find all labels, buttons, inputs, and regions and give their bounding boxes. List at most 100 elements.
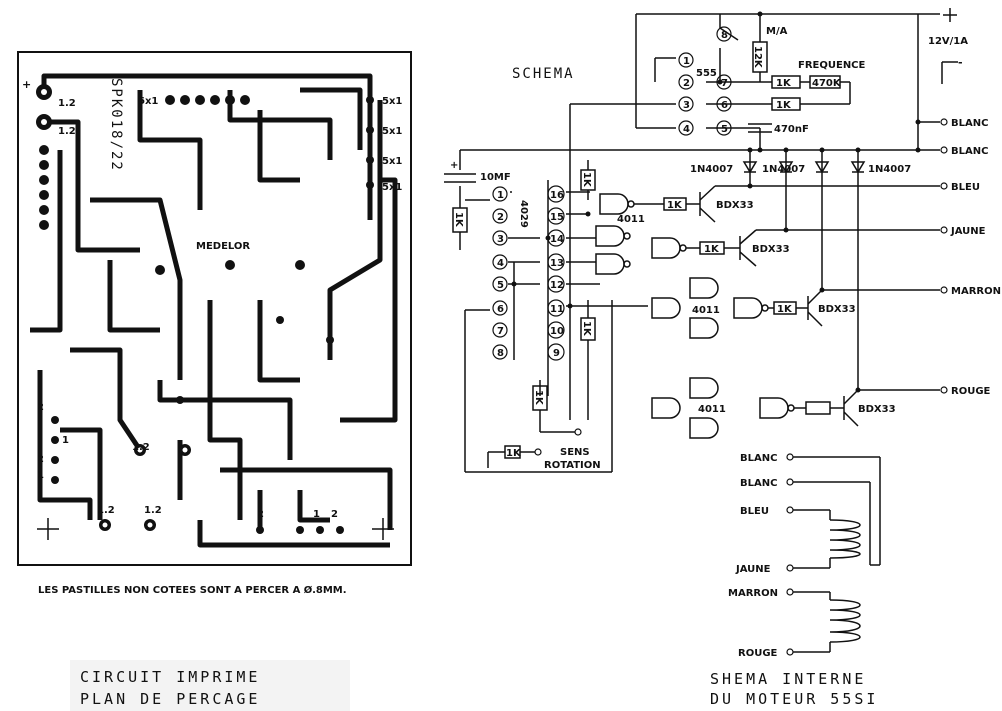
pcb-plus: +: [22, 78, 31, 91]
pin-4029: 9: [553, 348, 560, 359]
pin-4029: 4: [497, 258, 504, 269]
resistor-label: 1K: [581, 172, 592, 188]
motor-title-line1: SHEMA INTERNE: [710, 670, 866, 688]
freewheel-diodes: [742, 150, 866, 390]
output-stage-4: [651, 377, 940, 439]
transistor-label: BDX33: [818, 304, 856, 315]
output-stage-1: [599, 185, 940, 223]
cap-10mf-label: 10MF: [480, 172, 511, 183]
diode-label: 1N4007: [690, 164, 733, 175]
pin-555: 8: [721, 30, 728, 41]
pcb-layout: + SPK018/22 MEDELOR 6x1 5x1 5x1 5x1 5x1 …: [17, 51, 412, 711]
pin-555: 1: [683, 56, 690, 67]
pin-4029: 1: [497, 190, 504, 201]
pcb-drilling-note: LES PASTILLES NON COTEES SONT A PERCER A…: [38, 584, 347, 596]
output-label: BLANC: [951, 118, 988, 129]
resistor-label: 1K: [506, 448, 522, 459]
transistor-label: BDX33: [858, 404, 896, 415]
resistor-label: 1K: [704, 244, 720, 255]
ic-4011-label: 4011: [692, 305, 720, 316]
pin-4029: 14: [550, 234, 564, 245]
pcb-title-line2: PLAN DE PERCAGE: [80, 690, 260, 708]
pcb-pad-label: 2: [257, 509, 264, 520]
ic-4011-label: 4011: [617, 214, 645, 225]
output-stage-3: [651, 277, 940, 339]
motor-wire-label: JAUNE: [735, 564, 771, 575]
motor-wire-label: MARRON: [728, 588, 778, 599]
schematic-labels: SCHEMA 12V/1A - M/A FREQUENCE 555 1 2 3 …: [450, 26, 1001, 471]
ic-4029-label: 4029: [518, 200, 529, 228]
pcb-pad-label: 2: [37, 454, 44, 465]
pin-4029: 6: [497, 304, 504, 315]
motor-wire-label: BLANC: [740, 453, 777, 464]
pin-4029: 12: [550, 280, 564, 291]
motor-wire-label: BLEU: [740, 506, 769, 517]
resistor-label: 1K: [776, 100, 792, 111]
pin-4029: 13: [550, 258, 564, 269]
switch-label: M/A: [766, 26, 788, 37]
pcb-pad-label: 1.2: [144, 505, 162, 516]
motor-title-line2: DU MOTEUR 55SI: [710, 690, 878, 708]
pcb-pad-label: 1.2: [58, 126, 76, 137]
output-label: BLANC: [951, 146, 988, 157]
pcb-connector-6: 6x1: [138, 96, 158, 107]
resistor-label: 1K: [581, 321, 592, 337]
diode-label: 1N4007: [762, 164, 805, 175]
direction-label-2: ROTATION: [544, 460, 601, 471]
output-label: BLEU: [951, 182, 980, 193]
pin-4029: 11: [550, 304, 564, 315]
schema-title: SCHEMA: [512, 66, 575, 82]
pcb-pad-label: 1.2: [97, 505, 115, 516]
resistor-label: 12K: [752, 46, 763, 69]
diode-label: 1N4007: [868, 164, 911, 175]
pcb-connector-5-a: 5x1: [382, 96, 402, 107]
ic-4011-label: 4011: [698, 404, 726, 415]
pcb-title-box: [70, 660, 350, 711]
pcb-pad-label: 1: [313, 509, 320, 520]
pin-555: 3: [683, 100, 690, 111]
resistor-label: 470K: [812, 78, 842, 89]
schematic: [444, 8, 958, 473]
output-label: JAUNE: [950, 226, 986, 237]
pin-4029: 15: [550, 212, 564, 223]
pin-555: 2: [683, 78, 690, 89]
pin-4029: 5: [497, 280, 504, 291]
pcb-connector-5-b: 5x1: [382, 126, 402, 137]
output-label: MARRON: [951, 286, 1001, 297]
pcb-pad-label: 2: [331, 509, 338, 520]
pin-555: 4: [683, 124, 690, 135]
motor-internal-diagram: BLANC BLANC BLEU JAUNE MARRON ROUGE SHEM…: [710, 453, 881, 708]
motor-wire-label: BLANC: [740, 478, 777, 489]
pcb-connector-5-c: 5x1: [382, 156, 402, 167]
supply-minus: -: [958, 56, 963, 69]
pcb-board-ref: SPK018/22: [108, 78, 124, 172]
supply-label: 12V/1A: [928, 36, 968, 47]
pin-4029: 16: [550, 190, 564, 201]
pin-555: 7: [721, 78, 728, 89]
transistor-label: BDX33: [716, 200, 754, 211]
pin-4029: 2: [497, 212, 504, 223]
pin-4029: 7: [497, 326, 504, 337]
cap-470nf-label: 470nF: [774, 124, 809, 135]
pin-4029: 10: [550, 326, 564, 337]
resistor-label: 1K: [453, 212, 464, 228]
pcb-maker: MEDELOR: [196, 241, 250, 252]
freq-label: FREQUENCE: [798, 60, 866, 71]
pcb-pad-label: 2: [37, 402, 44, 413]
direction-label-1: SENS: [560, 447, 590, 458]
pin-4029: 3: [497, 234, 504, 245]
pcb-title-line1: CIRCUIT IMPRIME: [80, 668, 260, 686]
resistor-label: 1K: [667, 200, 683, 211]
ic-555-label: 555: [696, 68, 717, 79]
resistor-label: 1K: [776, 78, 792, 89]
pcb-board: [17, 51, 412, 566]
resistor-label: 1K: [533, 390, 544, 406]
resistor-label: 1K: [777, 304, 793, 315]
transistor-label: BDX33: [752, 244, 790, 255]
pcb-pad-label: 1: [62, 435, 69, 446]
pcb-pad-label: 1.2: [58, 98, 76, 109]
pcb-connector-5-d: 5x1: [382, 182, 402, 193]
pin-555: 6: [721, 100, 728, 111]
pcb-pad-label: 1.2: [132, 442, 150, 453]
